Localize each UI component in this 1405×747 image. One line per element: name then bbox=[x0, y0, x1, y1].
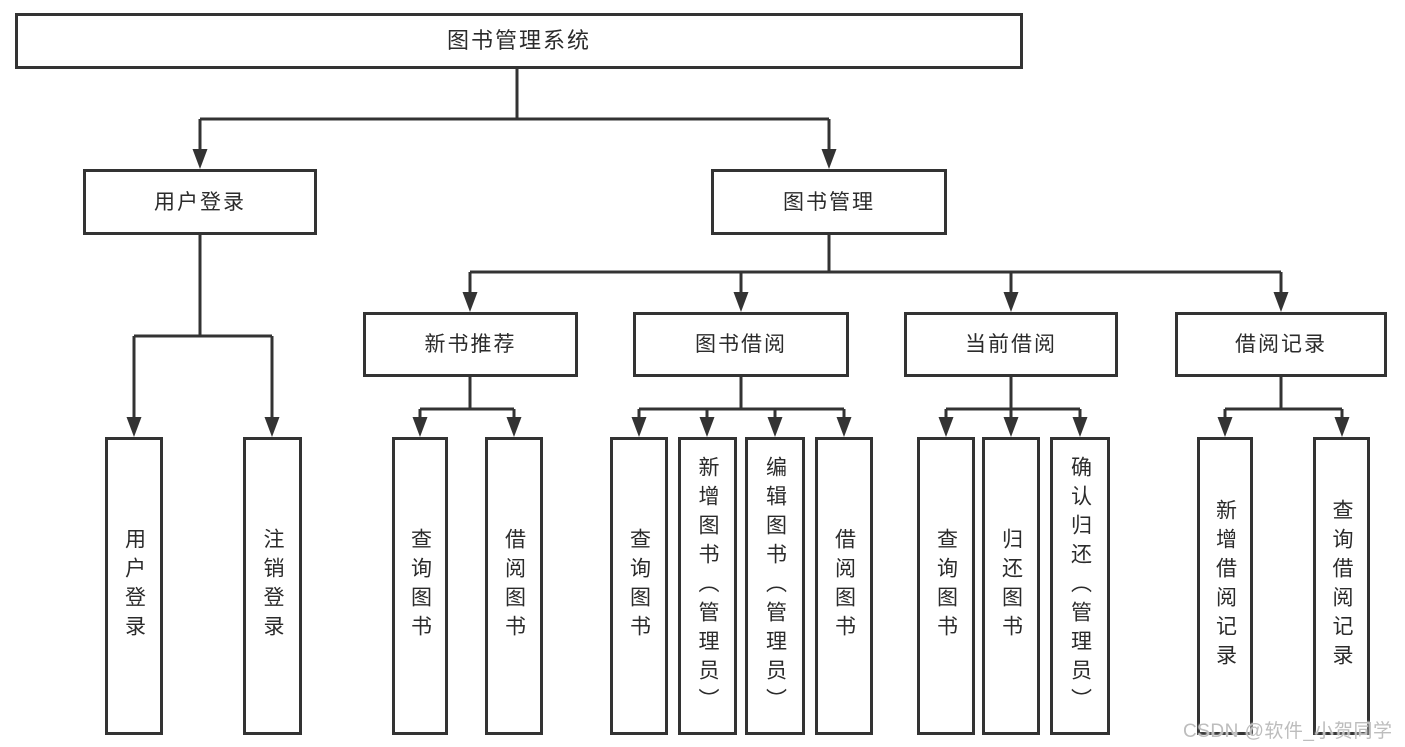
leaf-return-book: 归还图书 bbox=[982, 437, 1040, 735]
arrowhead bbox=[1072, 417, 1088, 437]
arrowhead bbox=[462, 292, 478, 312]
arrowhead bbox=[821, 149, 837, 169]
connector-newbook-to-leaves bbox=[418, 377, 516, 418]
leaf-add-borrow-record: 新增借阅记录 bbox=[1197, 437, 1253, 735]
node-current-borrowing: 当前借阅 bbox=[904, 312, 1118, 377]
arrowhead bbox=[699, 417, 715, 437]
arrowhead bbox=[1003, 417, 1019, 437]
connector-currentborrow-to-leaves bbox=[944, 377, 1082, 418]
leaf-query-books-current: 查询图书 bbox=[917, 437, 975, 735]
leaf-borrow-books-recommend: 借阅图书 bbox=[485, 437, 543, 735]
leaf-edit-book-admin: 编辑图书（管理员） bbox=[745, 437, 805, 735]
leaf-add-book-admin: 新增图书（管理员） bbox=[678, 437, 737, 735]
arrowhead bbox=[733, 292, 749, 312]
arrowhead bbox=[836, 417, 852, 437]
arrowhead bbox=[1003, 292, 1019, 312]
arrowhead bbox=[1334, 417, 1350, 437]
leaf-logout: 注销登录 bbox=[243, 437, 302, 735]
watermark-csdn: CSDN @软件_小贺同学 bbox=[1183, 721, 1393, 742]
node-user-login: 用户登录 bbox=[83, 169, 317, 235]
connector-bookmgmt-to-level3 bbox=[468, 235, 1283, 293]
node-new-book-recommend: 新书推荐 bbox=[363, 312, 578, 377]
connector-userlogin-to-leaves bbox=[132, 235, 274, 418]
arrowhead bbox=[767, 417, 783, 437]
arrowhead bbox=[938, 417, 954, 437]
arrowhead bbox=[264, 417, 280, 437]
connector-records-to-leaves bbox=[1223, 377, 1344, 418]
connector-root-to-level2 bbox=[198, 69, 831, 150]
arrowhead bbox=[506, 417, 522, 437]
arrowhead bbox=[1217, 417, 1233, 437]
leaf-query-borrow-record: 查询借阅记录 bbox=[1313, 437, 1370, 735]
arrowhead bbox=[631, 417, 647, 437]
node-root-system: 图书管理系统 bbox=[15, 13, 1023, 69]
leaf-query-books-borrow: 查询图书 bbox=[610, 437, 668, 735]
leaf-borrow-books: 借阅图书 bbox=[815, 437, 873, 735]
connector-bookborrow-to-leaves bbox=[637, 377, 846, 418]
leaf-confirm-return-admin: 确认归还（管理员） bbox=[1050, 437, 1110, 735]
arrowhead bbox=[1273, 292, 1289, 312]
arrowhead bbox=[412, 417, 428, 437]
node-book-borrowing: 图书借阅 bbox=[633, 312, 849, 377]
node-borrow-records: 借阅记录 bbox=[1175, 312, 1387, 377]
node-book-management: 图书管理 bbox=[711, 169, 947, 235]
leaf-query-books-recommend: 查询图书 bbox=[392, 437, 448, 735]
leaf-user-login: 用户登录 bbox=[105, 437, 163, 735]
arrowhead bbox=[126, 417, 142, 437]
arrowhead bbox=[192, 149, 208, 169]
